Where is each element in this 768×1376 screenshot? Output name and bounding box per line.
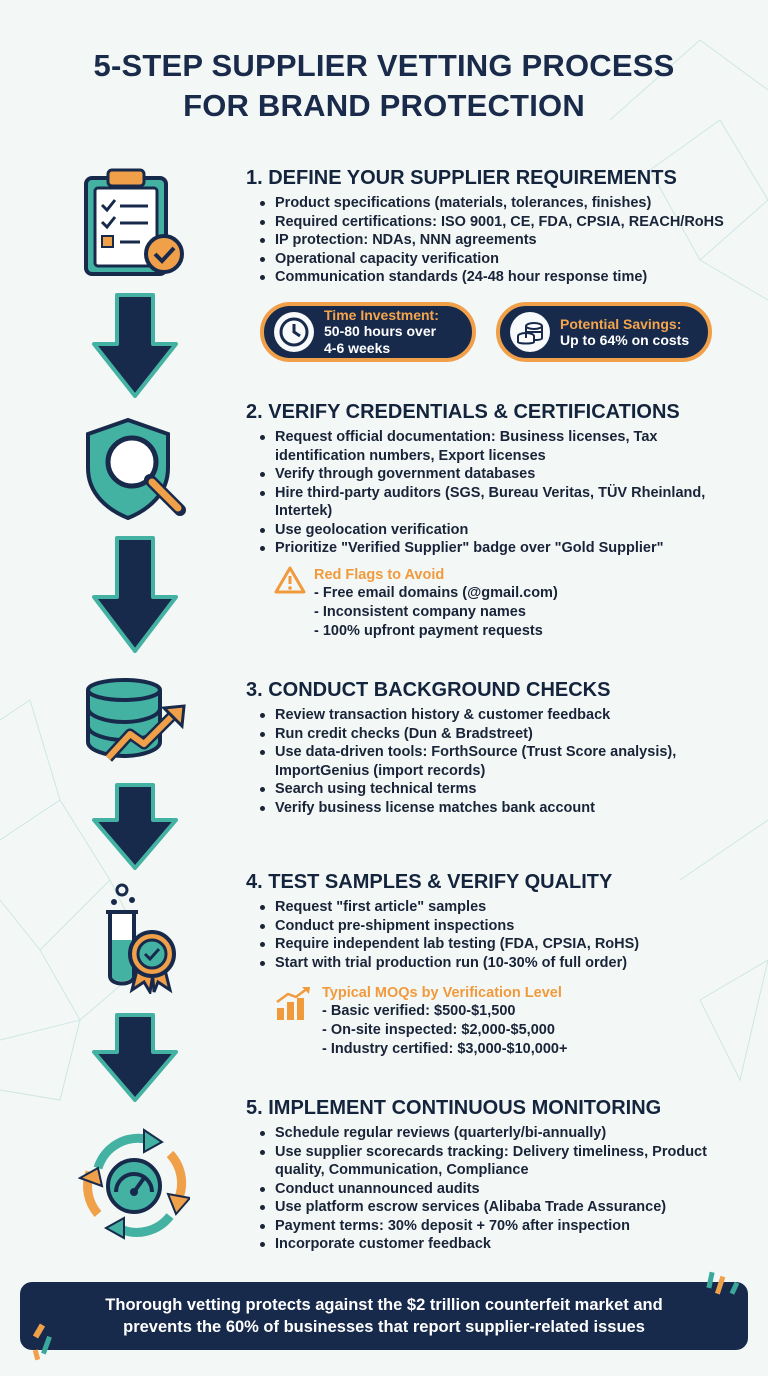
step-3: 3. CONDUCT BACKGROUND CHECKS Review tran… bbox=[246, 678, 746, 817]
red-flags-heading: Red Flags to Avoid bbox=[314, 567, 445, 583]
list-item: Use platform escrow services (Alibaba Tr… bbox=[246, 1198, 746, 1217]
down-arrow-icon bbox=[92, 783, 178, 870]
title-line-1: 5-STEP SUPPLIER VETTING PROCESS bbox=[93, 48, 675, 83]
confetti-decoration bbox=[706, 1271, 740, 1295]
list-item: Use geolocation verification bbox=[246, 521, 746, 540]
bar-chart-icon bbox=[276, 987, 310, 1020]
list-item: Review transaction history & customer fe… bbox=[246, 706, 746, 725]
step-4: 4. TEST SAMPLES & VERIFY QUALITY Request… bbox=[246, 870, 746, 972]
list-item: Require independent lab testing (FDA, CP… bbox=[246, 935, 746, 954]
list-item: Communication standards (24-48 hour resp… bbox=[246, 268, 746, 287]
warning-icon bbox=[274, 566, 306, 594]
moq-callout: Typical MOQs by Verification Level - Bas… bbox=[274, 984, 734, 1059]
list-item: Start with trial production run (10-30% … bbox=[246, 954, 746, 973]
confetti-decoration bbox=[32, 1323, 52, 1361]
bullet-list: Schedule regular reviews (quarterly/bi-a… bbox=[246, 1124, 746, 1254]
list-item: - Inconsistent company names bbox=[314, 604, 526, 620]
clipboard-checklist-icon bbox=[84, 168, 184, 276]
list-item: - Industry certified: $3,000-$10,000+ bbox=[322, 1041, 568, 1057]
list-item: Request "first article" samples bbox=[246, 898, 746, 917]
list-item: Prioritize "Verified Supplier" badge ove… bbox=[246, 539, 746, 558]
coins-icon bbox=[510, 312, 550, 352]
footer-line-2: prevents the 60% of businesses that repo… bbox=[123, 1318, 645, 1336]
list-item: - Free email domains (@gmail.com) bbox=[314, 585, 558, 601]
list-item: Use data-driven tools: ForthSource (Trus… bbox=[246, 743, 746, 780]
list-item: Verify through government databases bbox=[246, 465, 746, 484]
list-item: - Basic verified: $500-$1,500 bbox=[322, 1003, 516, 1019]
list-item: Required certifications: ISO 9001, CE, F… bbox=[246, 213, 746, 232]
step-2: 2. VERIFY CREDENTIALS & CERTIFICATIONS R… bbox=[246, 400, 746, 558]
down-arrow-icon bbox=[92, 536, 178, 653]
bullet-list: Review transaction history & customer fe… bbox=[246, 706, 746, 817]
list-item: Search using technical terms bbox=[246, 780, 746, 799]
list-item: Incorporate customer feedback bbox=[246, 1235, 746, 1254]
step-5: 5. IMPLEMENT CONTINUOUS MONITORING Sched… bbox=[246, 1096, 746, 1254]
time-investment-label: Time Investment: bbox=[324, 307, 439, 323]
cycle-gauge-icon bbox=[78, 1128, 190, 1240]
list-item: Use supplier scorecards tracking: Delive… bbox=[246, 1143, 746, 1180]
potential-savings-pill: Potential Savings: Up to 64% on costs bbox=[496, 302, 712, 362]
time-investment-value-2: 4-6 weeks bbox=[324, 340, 391, 356]
footer-banner: Thorough vetting protects against the $2… bbox=[20, 1282, 748, 1350]
step-heading: 5. IMPLEMENT CONTINUOUS MONITORING bbox=[246, 1097, 662, 1119]
moq-heading: Typical MOQs by Verification Level bbox=[322, 985, 562, 1001]
bullet-list: Product specifications (materials, toler… bbox=[246, 194, 746, 287]
list-item: Payment terms: 30% deposit + 70% after i… bbox=[246, 1217, 746, 1236]
step-1: 1. DEFINE YOUR SUPPLIER REQUIREMENTS Pro… bbox=[246, 166, 746, 287]
list-item: Hire third-party auditors (SGS, Bureau V… bbox=[246, 484, 746, 521]
down-arrow-icon bbox=[92, 1013, 178, 1102]
step-heading: 2. VERIFY CREDENTIALS & CERTIFICATIONS bbox=[246, 401, 680, 423]
list-item: - 100% upfront payment requests bbox=[314, 623, 543, 639]
red-flags-callout: Red Flags to Avoid - Free email domains … bbox=[274, 566, 734, 641]
title-line-2: FOR BRAND PROTECTION bbox=[183, 88, 585, 123]
time-investment-value-1: 50-80 hours over bbox=[324, 323, 437, 339]
list-item: IP protection: NDAs, NNN agreements bbox=[246, 231, 746, 250]
down-arrow-icon bbox=[92, 293, 178, 398]
list-item: Conduct unannounced audits bbox=[246, 1180, 746, 1199]
step-heading: 4. TEST SAMPLES & VERIFY QUALITY bbox=[246, 871, 613, 893]
test-tube-badge-icon bbox=[106, 883, 176, 994]
bullet-list: Request "first article" samples Conduct … bbox=[246, 898, 746, 972]
list-item: Schedule regular reviews (quarterly/bi-a… bbox=[246, 1124, 746, 1143]
list-item: Verify business license matches bank acc… bbox=[246, 799, 746, 818]
list-item: Conduct pre-shipment inspections bbox=[246, 917, 746, 936]
time-investment-pill: Time Investment: 50-80 hours over 4-6 we… bbox=[260, 302, 476, 362]
list-item: Request official documentation: Business… bbox=[246, 428, 746, 465]
list-item: - On-site inspected: $2,000-$5,000 bbox=[322, 1022, 555, 1038]
potential-savings-value: Up to 64% on costs bbox=[560, 331, 690, 348]
list-item: Run credit checks (Dun & Bradstreet) bbox=[246, 725, 746, 744]
step-heading: 3. CONDUCT BACKGROUND CHECKS bbox=[246, 679, 611, 701]
database-trend-icon bbox=[86, 678, 186, 762]
shield-magnifier-icon bbox=[86, 417, 186, 521]
list-item: Product specifications (materials, toler… bbox=[246, 194, 746, 213]
clock-icon bbox=[274, 312, 314, 352]
page-title: 5-STEP SUPPLIER VETTING PROCESS FOR BRAN… bbox=[0, 46, 768, 126]
step-heading: 1. DEFINE YOUR SUPPLIER REQUIREMENTS bbox=[246, 167, 677, 189]
footer-line-1: Thorough vetting protects against the $2… bbox=[105, 1296, 663, 1314]
list-item: Operational capacity verification bbox=[246, 250, 746, 269]
potential-savings-label: Potential Savings: bbox=[560, 315, 682, 332]
bullet-list: Request official documentation: Business… bbox=[246, 428, 746, 558]
